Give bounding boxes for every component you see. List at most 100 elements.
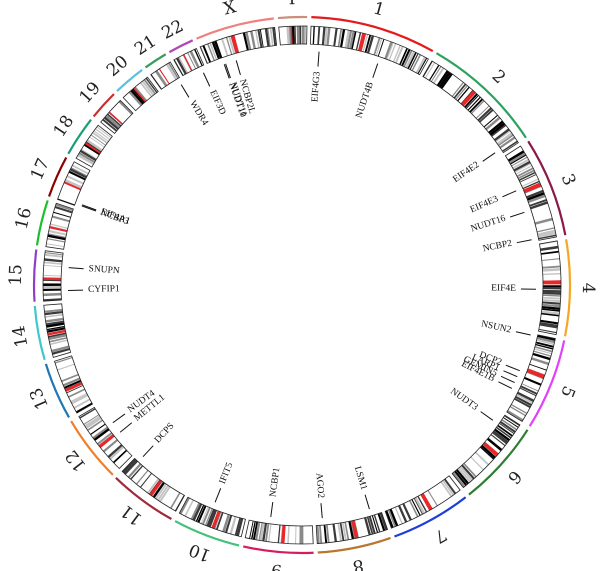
- band: [79, 408, 96, 419]
- band: [93, 428, 110, 441]
- band: [485, 116, 501, 131]
- band: [259, 29, 264, 48]
- band: [269, 27, 274, 46]
- chr-label-5: 5: [556, 383, 579, 400]
- ideogram-22: [173, 48, 204, 76]
- band: [128, 90, 143, 106]
- band: [118, 100, 133, 115]
- gene-link-LARP1: [503, 370, 518, 378]
- gene-link-EIF4E3: [502, 190, 517, 198]
- chr-label-1: 1: [371, 0, 387, 21]
- centromere-Y: [290, 26, 293, 45]
- band: [127, 463, 142, 479]
- gene-label-NUDT4B: NUDT4B: [354, 81, 376, 120]
- band: [337, 28, 343, 47]
- gene-label-WDR4: WDR4: [187, 99, 210, 127]
- band: [130, 465, 144, 480]
- band: [344, 521, 350, 540]
- chr-arc-10: [174, 520, 240, 547]
- band: [477, 107, 493, 122]
- band: [430, 66, 442, 82]
- band: [159, 486, 171, 503]
- band: [529, 198, 547, 207]
- band: [44, 311, 63, 316]
- gene-link-SNUPN: [68, 267, 84, 270]
- gene-label-IFIT5: IFIT5: [218, 461, 236, 486]
- band: [268, 523, 272, 542]
- band: [344, 30, 351, 49]
- outline-X: [199, 27, 278, 64]
- outline-4: [538, 240, 562, 336]
- band: [69, 168, 87, 179]
- centromere-17: [63, 181, 82, 191]
- gene-label-NUDT16: NUDT16: [470, 214, 507, 235]
- chr-arc-5: [528, 340, 566, 427]
- band: [295, 525, 297, 544]
- band: [340, 29, 346, 48]
- band: [440, 73, 453, 90]
- band: [539, 322, 558, 328]
- band: [286, 26, 291, 45]
- band: [123, 459, 138, 475]
- band: [222, 514, 231, 533]
- band: [366, 516, 374, 535]
- gene-label-NCBP2: NCBP2: [482, 239, 513, 255]
- gene-link-EIF4E2: [482, 152, 496, 162]
- chr-arc-12: [70, 420, 114, 476]
- band: [122, 458, 137, 474]
- gene-link-IFIT5: [214, 488, 222, 503]
- gene-link-NSUN2: [515, 331, 531, 336]
- outline-22: [173, 47, 205, 77]
- band: [130, 89, 144, 105]
- gene-link-EIF4A1: [81, 204, 97, 211]
- band: [71, 164, 89, 175]
- band: [46, 322, 65, 328]
- chr-label-6: 6: [503, 466, 525, 487]
- band: [409, 53, 419, 70]
- band: [46, 243, 65, 248]
- band: [64, 179, 83, 189]
- gene-link-DCP2: [505, 364, 520, 372]
- band: [157, 484, 169, 501]
- chr-arc-6: [468, 429, 529, 496]
- band: [414, 497, 426, 515]
- band: [45, 317, 64, 323]
- band: [453, 83, 467, 99]
- band: [264, 28, 270, 47]
- band: [139, 472, 152, 488]
- band: [514, 163, 532, 173]
- outline-11: [121, 457, 186, 512]
- band: [102, 118, 118, 132]
- band: [43, 264, 62, 268]
- band: [349, 30, 356, 50]
- band: [45, 320, 64, 326]
- band: [411, 499, 421, 516]
- gene-link-NCBP3: [81, 205, 97, 212]
- chr-arc-17: [48, 157, 68, 197]
- chr-arc-X: [196, 17, 274, 40]
- chr-label-12: 12: [62, 446, 91, 475]
- outline-3: [504, 145, 557, 241]
- chr-arc-21: [144, 53, 167, 69]
- chr-label-21: 21: [131, 31, 160, 60]
- outline-20: [122, 76, 159, 112]
- band: [87, 419, 103, 431]
- centromere-19: [108, 111, 123, 125]
- band: [538, 328, 557, 334]
- band: [165, 63, 178, 80]
- band: [229, 516, 237, 535]
- outline-1: [309, 25, 429, 76]
- centromere-10: [211, 510, 221, 529]
- band: [499, 422, 515, 435]
- band: [211, 41, 221, 60]
- band: [264, 523, 270, 542]
- band: [145, 77, 158, 93]
- gene-link-NUDT4B: [372, 63, 379, 78]
- band: [542, 265, 561, 269]
- band: [299, 26, 302, 45]
- band: [43, 298, 62, 302]
- chr-label-19: 19: [76, 78, 105, 107]
- band: [93, 130, 109, 142]
- band: [195, 504, 205, 522]
- ideogram-outline: [42, 25, 562, 545]
